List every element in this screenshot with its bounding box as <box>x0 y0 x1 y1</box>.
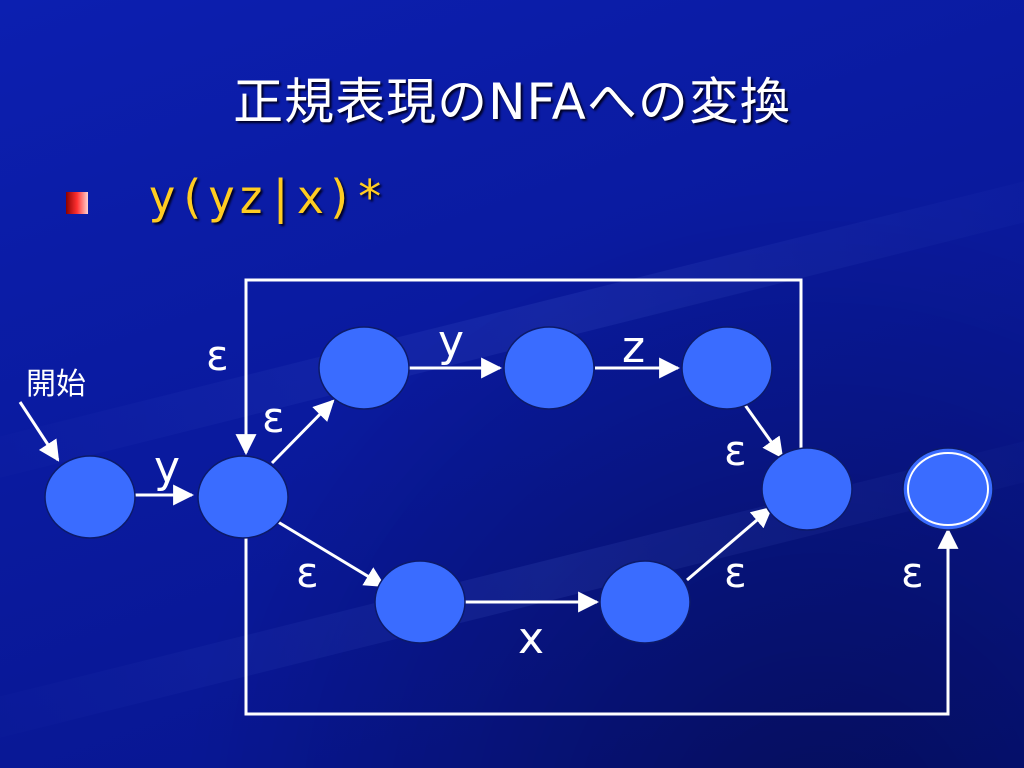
edge-q6-q7 <box>686 506 773 582</box>
edge-q4-q7 <box>743 404 784 459</box>
start-arrow <box>18 401 60 462</box>
edge-label-eps-loop: ε <box>206 331 229 380</box>
edge-q1-q5 <box>277 520 386 588</box>
edge-label-eps-upper-join: ε <box>724 426 747 475</box>
state-node <box>374 560 466 644</box>
bullet-square-icon <box>66 192 88 214</box>
state-node <box>197 455 289 539</box>
regex-expression: y(yz|x)* <box>148 170 386 224</box>
edge-label-z-upper: z <box>622 322 645 373</box>
accept-state-node <box>902 447 994 531</box>
state-node <box>503 326 595 410</box>
edge-label-eps-upper: ε <box>262 393 285 442</box>
edge-label-y-upper: y <box>438 316 464 367</box>
edge-label-eps-lower: ε <box>296 548 319 597</box>
state-node <box>681 326 773 410</box>
state-node <box>599 560 691 644</box>
slide-title: 正規表現のNFAへの変換 <box>233 73 791 131</box>
state-node-start <box>44 455 136 539</box>
edge-label-eps-lower-join: ε <box>724 548 747 597</box>
edge-q1-q2 <box>270 399 335 465</box>
state-node <box>318 326 410 410</box>
edge-label-x-lower: x <box>518 613 544 664</box>
edge-label-eps-final: ε <box>901 548 924 597</box>
edge-label-y-initial: y <box>154 442 180 493</box>
start-label: 開始 <box>26 367 86 402</box>
state-node <box>761 447 853 531</box>
skip-edge <box>244 527 959 716</box>
loop-back-edge <box>235 278 803 456</box>
